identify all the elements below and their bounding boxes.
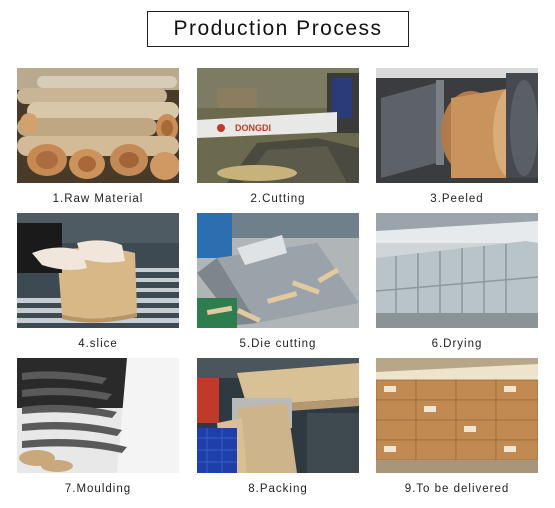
step-caption: 8.Packing xyxy=(248,483,308,495)
step-die-cutting: 5.Die cutting xyxy=(197,213,359,350)
moulding-photo xyxy=(17,358,179,473)
step-caption: 5.Die cutting xyxy=(239,338,317,350)
step-packing: 8.Packing xyxy=(197,358,359,495)
step-caption: 4.slice xyxy=(78,338,118,350)
peeled-photo xyxy=(376,68,538,183)
step-slice: 4.slice xyxy=(17,213,179,350)
saw-brand-text: DONGDI xyxy=(235,123,271,133)
drying-photo xyxy=(376,213,538,328)
cutting-photo: DONGDI xyxy=(197,68,359,183)
die-cutting-photo xyxy=(197,213,359,328)
step-peeled: 3.Peeled xyxy=(376,68,538,205)
delivered-photo xyxy=(376,358,538,473)
packing-photo xyxy=(197,358,359,473)
raw-material-photo xyxy=(17,68,179,183)
step-to-be-delivered: 9.To be delivered xyxy=(376,358,538,495)
step-caption: 1.Raw Material xyxy=(52,193,144,205)
page-title: Production Process xyxy=(147,11,409,47)
step-caption: 2.Cutting xyxy=(250,193,306,205)
step-raw-material: 1.Raw Material xyxy=(17,68,179,205)
step-cutting: DONGDI 2.Cutting xyxy=(197,68,359,205)
step-drying: 6.Drying xyxy=(376,213,538,350)
step-caption: 3.Peeled xyxy=(430,193,484,205)
slice-photo xyxy=(17,213,179,328)
step-caption: 9.To be delivered xyxy=(404,483,510,495)
step-moulding: 7.Moulding xyxy=(17,358,179,495)
step-caption: 7.Moulding xyxy=(64,483,132,495)
step-caption: 6.Drying xyxy=(431,338,483,350)
